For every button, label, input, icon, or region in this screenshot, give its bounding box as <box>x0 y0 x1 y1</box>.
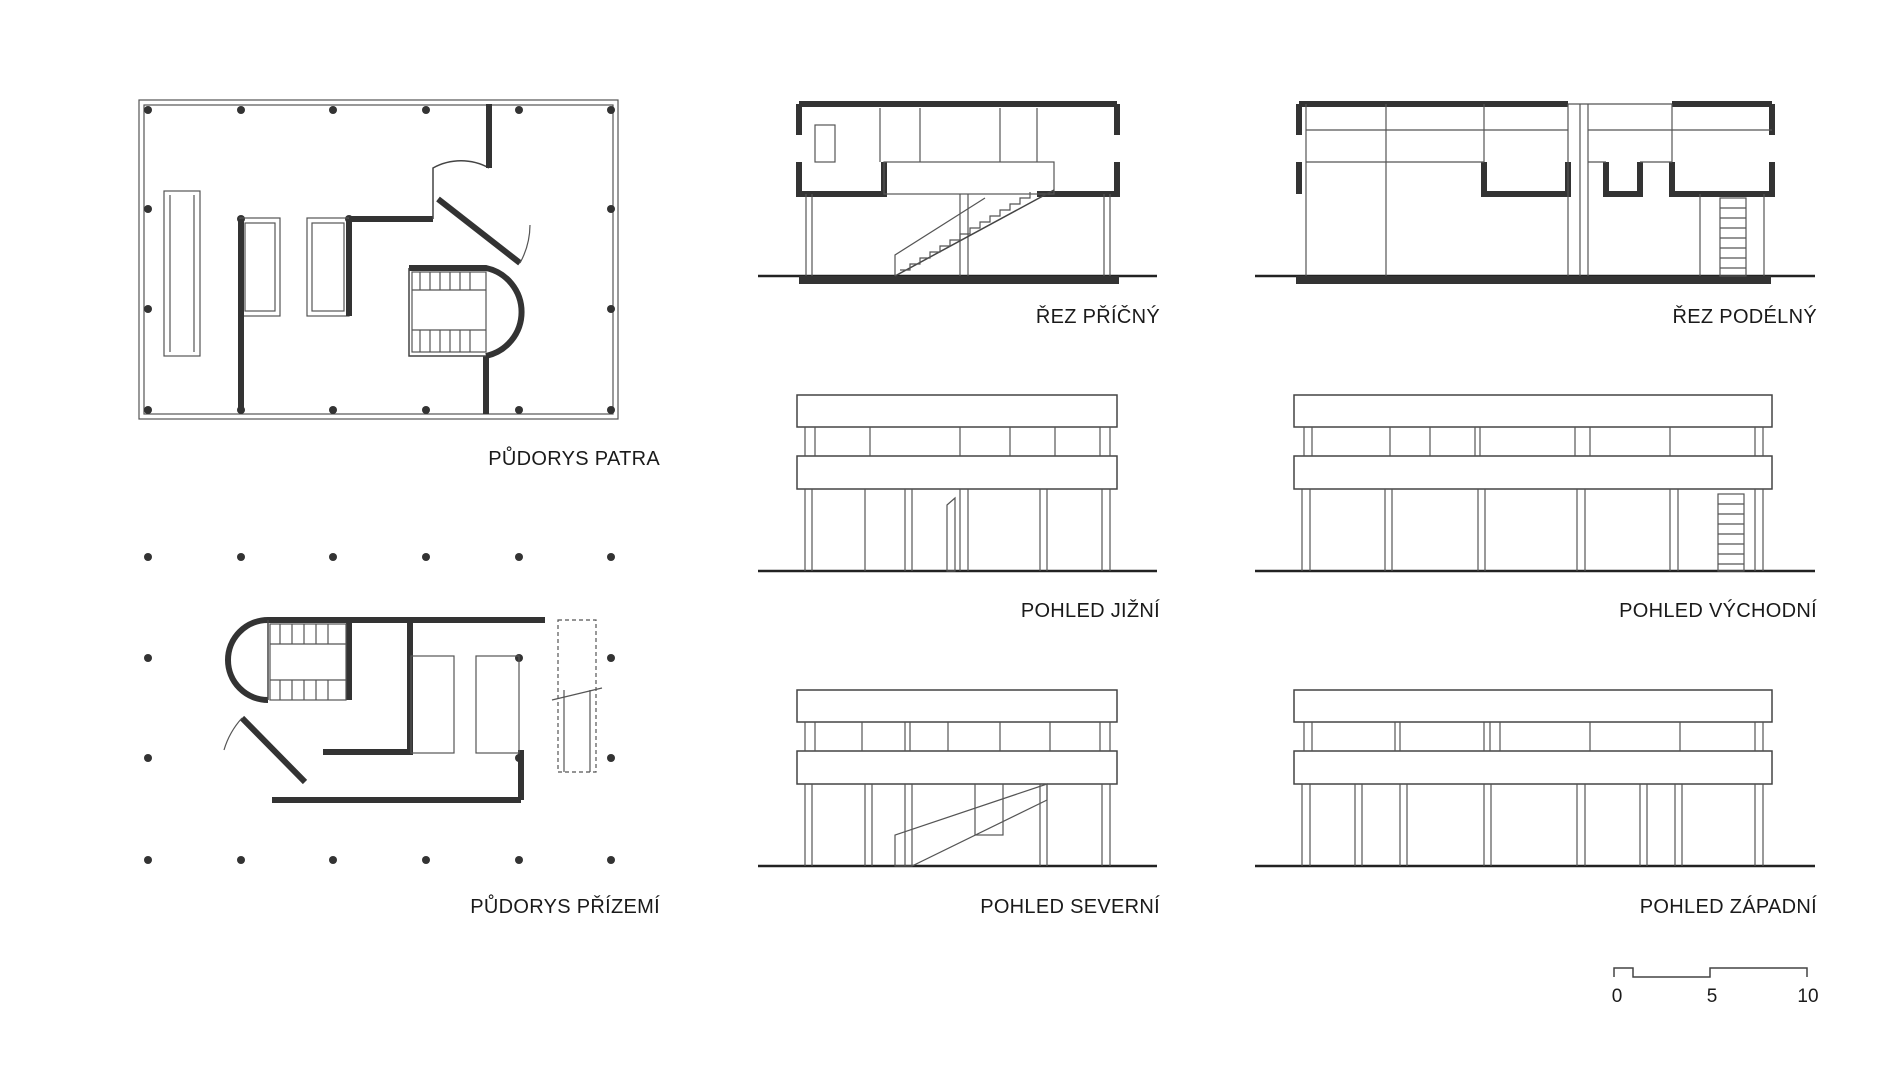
ground-plan-stair-right <box>551 619 603 773</box>
long-section <box>1255 101 1815 284</box>
long-section-stair <box>1719 197 1747 277</box>
ground-floor-plan <box>144 553 615 864</box>
label-east-elevation: POHLED VÝCHODNÍ <box>1619 599 1817 622</box>
scale-bar-tick-10: 10 <box>1797 986 1818 1007</box>
label-long-section: ŘEZ PODÉLNÝ <box>1673 305 1817 328</box>
scale-bar-tick-0: 0 <box>1612 986 1623 1007</box>
label-ground-floor-plan: PŮDORYS PŘÍZEMÍ <box>470 894 660 918</box>
label-north-elevation: POHLED SEVERNÍ <box>980 895 1160 918</box>
south-elevation <box>758 394 1157 573</box>
east-elevation-stair <box>1717 493 1745 572</box>
east-elevation <box>1255 394 1815 573</box>
label-upper-floor-plan: PŮDORYS PATRA <box>488 446 660 470</box>
upper-plan-stair-center <box>411 271 487 353</box>
label-west-elevation: POHLED ZÁPADNÍ <box>1640 895 1817 918</box>
upper-floor-plan <box>138 99 619 420</box>
label-south-elevation: POHLED JIŽNÍ <box>1021 599 1160 622</box>
scale-bar-tick-5: 5 <box>1707 986 1718 1007</box>
ground-plan-stair-center <box>269 623 347 701</box>
upper-plan-stair-left <box>163 190 201 357</box>
ground-plan-columns <box>144 553 615 864</box>
north-elevation <box>758 689 1157 868</box>
cross-section <box>758 101 1157 284</box>
scale-bar: 0 5 10 <box>1612 967 1819 1007</box>
upper-plan-columns <box>144 106 615 414</box>
label-cross-section: ŘEZ PŘÍČNÝ <box>1036 305 1160 328</box>
west-elevation <box>1255 689 1815 868</box>
